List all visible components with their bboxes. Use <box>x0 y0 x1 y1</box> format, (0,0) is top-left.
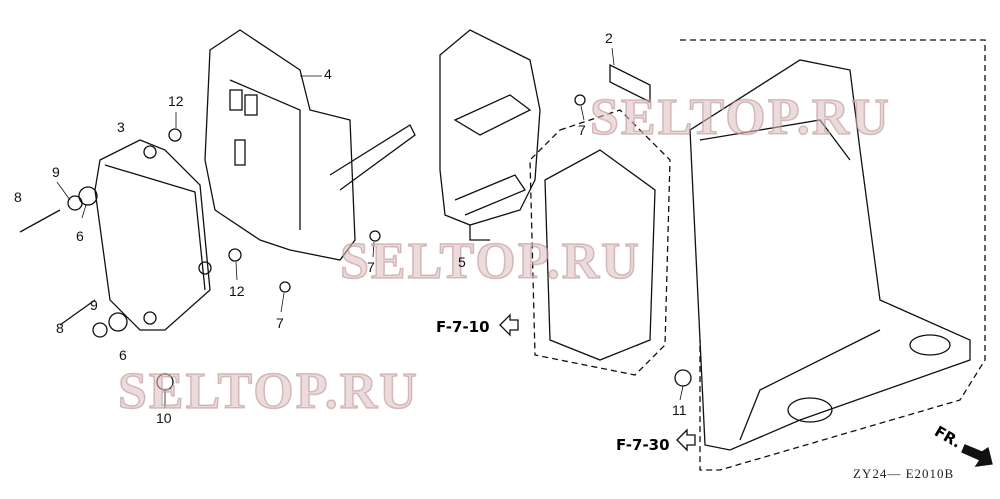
cover-outline <box>680 39 986 471</box>
callout-4: 4 <box>324 66 332 82</box>
callout-7: 7 <box>367 259 375 275</box>
clip-part-2 <box>609 63 651 104</box>
cover-part-3 <box>94 139 212 331</box>
diagram-code: ZY24— E2010B <box>853 466 955 481</box>
callout-11: 11 <box>672 402 687 418</box>
callout-8: 8 <box>56 320 64 336</box>
watermark: SELTOP.RU <box>589 88 891 147</box>
callout-5: 5 <box>458 254 466 270</box>
callout-6: 6 <box>76 228 84 244</box>
bracket-part-4 <box>204 29 416 261</box>
watermark: SELTOP.RU <box>339 232 641 291</box>
callout-8: 8 <box>14 189 22 205</box>
callout-12: 12 <box>168 93 184 109</box>
bracket-part-5 <box>439 29 541 241</box>
ref-arrow-f-7-30 <box>676 428 696 452</box>
rear-cover-part <box>689 59 971 451</box>
fasteners <box>19 94 692 391</box>
fuse-box-part <box>544 149 656 361</box>
callout-7: 7 <box>578 122 586 138</box>
ref-arrow-f-7-10 <box>499 313 519 337</box>
watermark: SELTOP.RU <box>117 362 419 421</box>
callout-9: 9 <box>90 297 98 313</box>
fuse-box-outline <box>529 109 671 376</box>
leader-lines <box>56 47 684 408</box>
callout-6: 6 <box>119 347 127 363</box>
callout-9: 9 <box>52 164 60 180</box>
callout-12: 12 <box>229 283 245 299</box>
reference-f-7-30[interactable]: F-7-30 <box>616 436 670 454</box>
callout-7: 7 <box>276 315 284 331</box>
callout-2: 2 <box>605 30 613 46</box>
reference-f-7-10[interactable]: F-7-10 <box>436 318 490 336</box>
front-arrow-icon <box>961 444 993 467</box>
callout-10: 10 <box>156 410 172 426</box>
callout-3: 3 <box>117 119 125 135</box>
